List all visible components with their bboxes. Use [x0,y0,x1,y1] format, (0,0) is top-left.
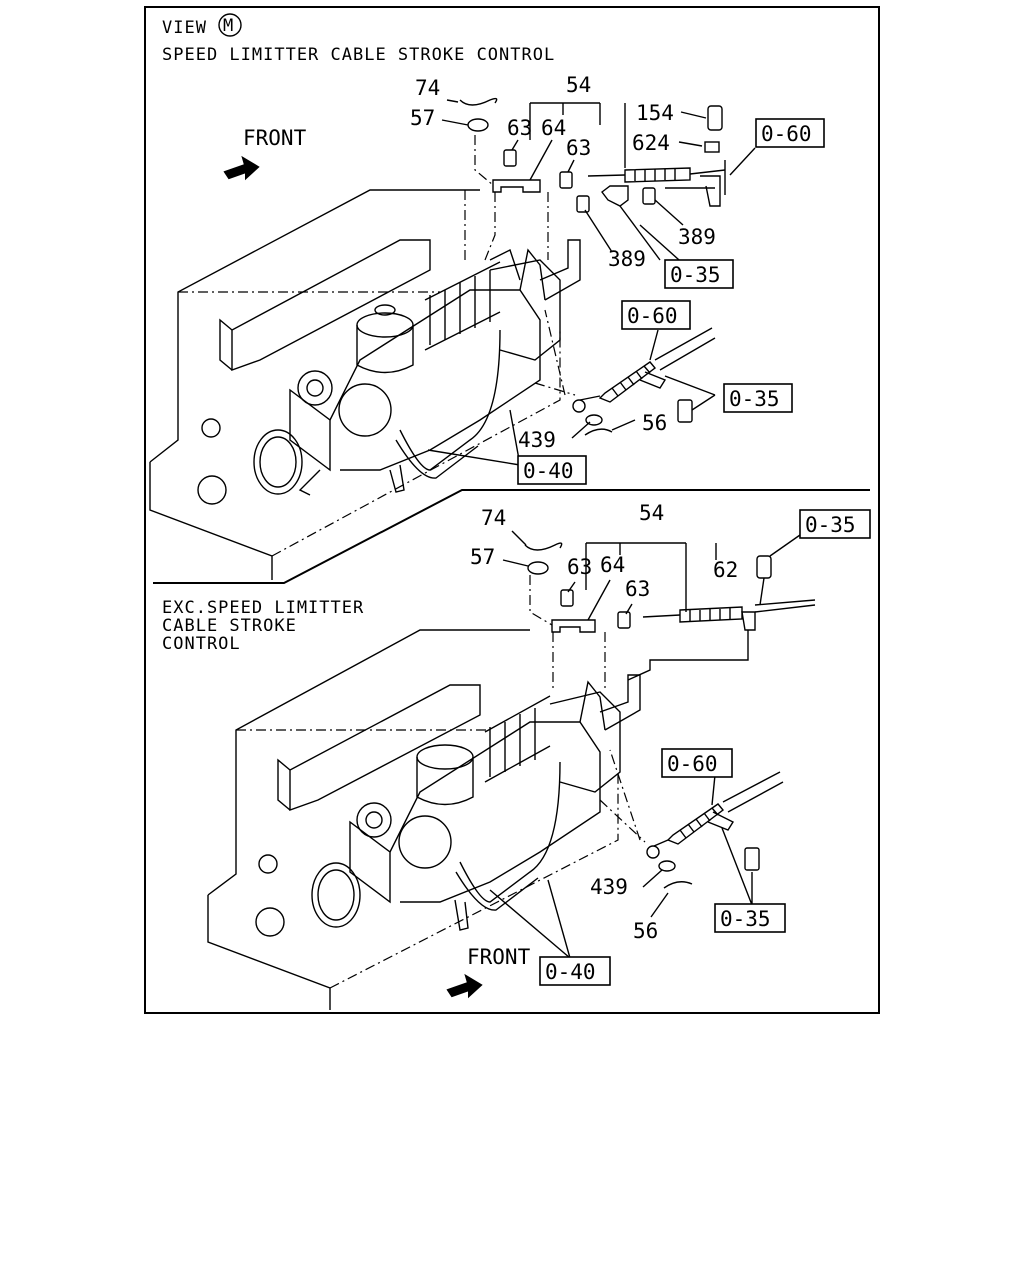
lower-leaders [489,530,801,959]
upper-ref-0-40: 0-40 [523,459,574,483]
diagram-frame [144,6,880,1014]
lower-ref-0-35-top: 0-35 [805,513,856,537]
upper-callout-439: 439 [518,428,556,452]
upper-ref-box-0-40 [517,455,587,485]
upper-ref-box-0-35-mid [723,383,793,413]
view-letter-circle [218,13,242,37]
lower-ref-box-0-35-bottom [714,903,786,933]
lower-callout-57: 57 [470,545,495,569]
upper-callout-64: 64 [541,116,566,140]
upper-callout-624: 624 [632,131,670,155]
upper-ref-0-35-mid: 0-35 [729,387,780,411]
lower-callout-63a: 63 [567,555,592,579]
lower-ref-box-0-40 [539,956,611,986]
upper-ref-box-0-60-top [755,118,825,148]
upper-ref-0-60-mid: 0-60 [627,304,678,328]
upper-front-arrow [223,155,260,181]
view-title: SPEED LIMITTER CABLE STROKE CONTROL [162,45,555,65]
lower-ref-box-0-35-top [799,509,871,539]
upper-callout-389b: 389 [608,247,646,271]
lower-ref-box-0-60 [661,748,733,778]
upper-ref-box-0-60-mid [621,300,691,330]
lower-ref-0-60: 0-60 [667,752,718,776]
upper-ref-box-0-35-top [664,259,734,289]
upper-callout-63b: 63 [566,136,591,160]
upper-front-label: FRONT [243,126,307,150]
lower-engine-block [207,629,641,1010]
lower-callout-439: 439 [590,875,628,899]
lower-caption-line-1: EXC.SPEED LIMITTER [162,598,364,618]
upper-callout-56: 56 [642,411,667,435]
lower-callout-56: 56 [633,919,658,943]
lower-front-label: FRONT [467,945,531,969]
upper-callout-57: 57 [410,106,435,130]
lower-callout-74: 74 [481,506,506,530]
view-word: VIEW [162,18,207,38]
upper-callout-74: 74 [415,76,440,100]
lower-callout-54: 54 [639,501,664,525]
lower-callout-63b: 63 [625,577,650,601]
upper-callout-63a: 63 [507,116,532,140]
lower-cable [599,749,784,889]
upper-callout-154: 154 [636,101,674,125]
upper-lever-assembly [459,97,726,261]
upper-ref-0-35-top: 0-35 [670,263,721,287]
upper-callout-389a: 389 [678,225,716,249]
lower-lever-assembly [524,542,816,690]
lower-callout-62: 62 [713,558,738,582]
upper-engine-block [149,189,581,580]
upper-ref-0-60-top: 0-60 [761,122,812,146]
upper-cable [534,309,716,436]
section-divider [153,489,870,584]
view-letter: M [223,16,234,36]
lower-caption-line-3: CONTROL [162,634,241,654]
lower-ref-0-40: 0-40 [545,960,596,984]
lower-ref-0-35-bottom: 0-35 [720,907,771,931]
lower-front-arrow [446,973,483,999]
lower-callout-64: 64 [600,553,625,577]
upper-callout-54: 54 [566,73,591,97]
lower-caption-line-2: CABLE STROKE [162,616,297,636]
